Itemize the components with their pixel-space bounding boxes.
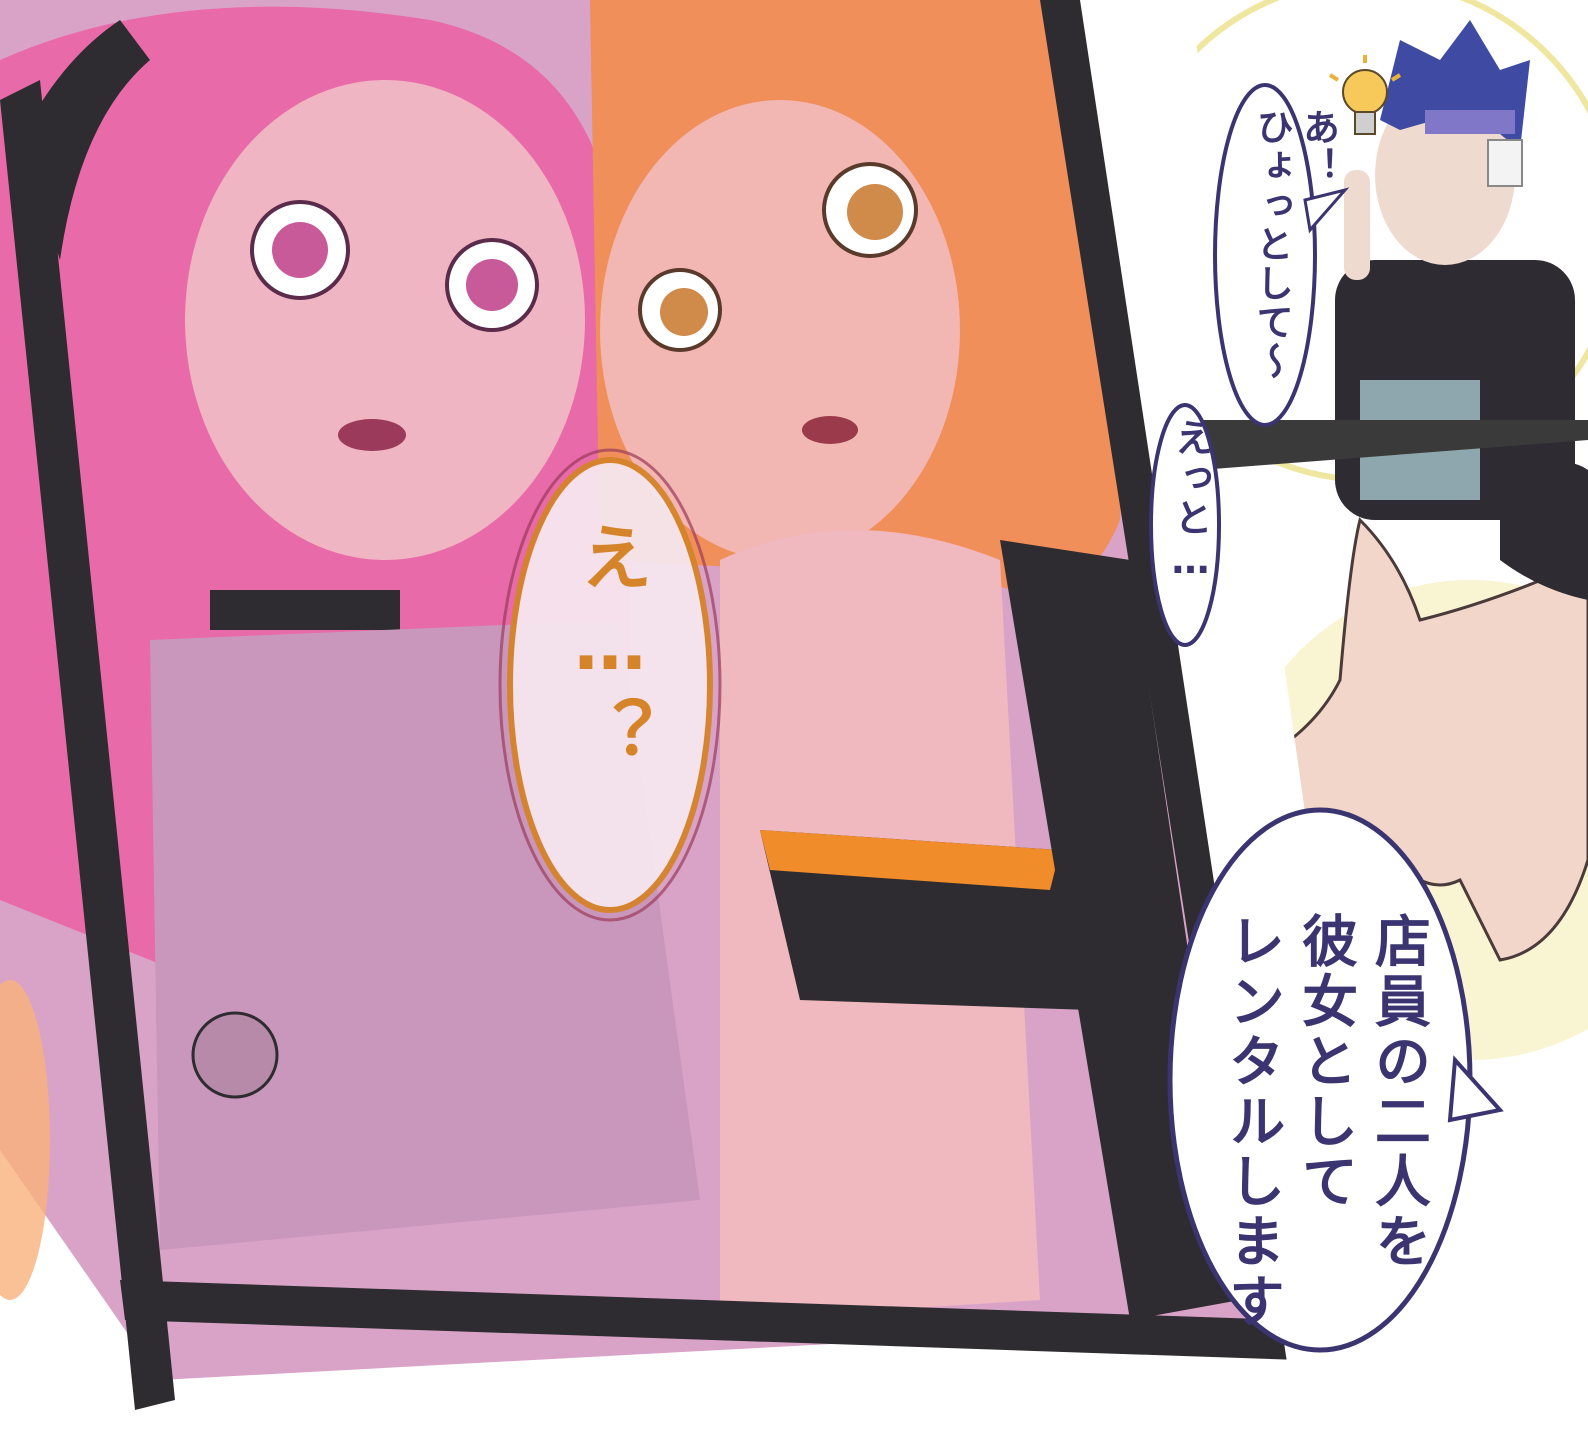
speech-rental: 店員の二人を 彼女として レンタルします: [1219, 912, 1431, 1332]
lightbulb-icon: [1328, 55, 1402, 135]
bubble-hyotto: [1213, 83, 1317, 427]
bubble-etto: [1149, 403, 1221, 647]
bubble-hyotto-tail: [1303, 187, 1350, 234]
speech-hyotto: あ！ ひょっとして〜: [1250, 108, 1340, 381]
speech-e: え…？: [568, 520, 652, 778]
reaching-hand: [1176, 462, 1588, 962]
bubble-rental-tail: [1447, 1055, 1504, 1123]
speech-etto: えっと…: [1168, 418, 1213, 584]
bandage-icon: [1487, 139, 1523, 187]
speech-bubbles: [498, 83, 1504, 1353]
left-edge-blur: [0, 980, 50, 1300]
man-character: [1335, 20, 1575, 520]
pink-hair-girl: [0, 6, 700, 1250]
bubble-e: [507, 457, 713, 913]
